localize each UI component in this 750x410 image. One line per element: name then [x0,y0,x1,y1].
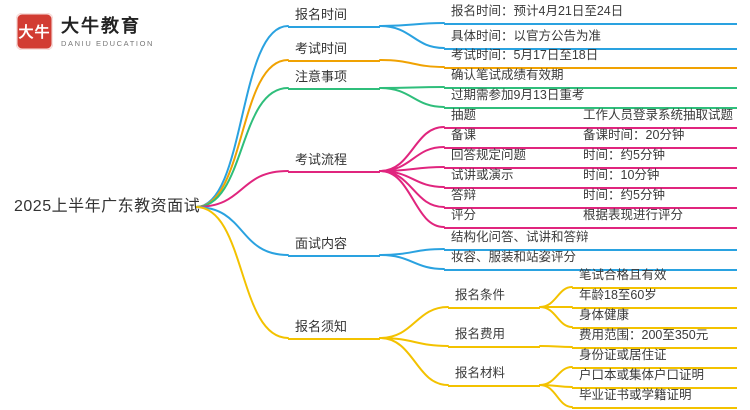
branch-notes: 注意事项 [288,70,380,90]
flow-step: 抽题 [451,108,477,122]
logo-text-block: 大牛教育 DANIU EDUCATION [61,13,154,48]
flow-row-answer-questions: 回答规定问题 时间：约5分钟 [444,149,737,169]
connectors-root [195,25,289,339]
flow-detail: 时间：10分钟 [583,168,660,182]
branch-exam-flow: 考试流程 [288,153,380,173]
connectors-signup-info [379,286,573,408]
brand-name: 大牛教育 [61,16,141,36]
leaf-notes-2: 过期需参加9月13日重考 [444,89,737,109]
flow-row-trial-lecture: 试讲或演示 时间：10分钟 [444,169,737,189]
leaf-material-2: 户口本或集体户口证明 [572,369,737,389]
logo-seal-text: 大牛 [18,24,51,41]
leaf-condition-3: 身体健康 [572,309,737,329]
leaf-notes-1: 确认笔试成绩有效期 [444,69,737,89]
leaf-signup-time-2: 具体时间：以官方公告为准 [444,30,737,50]
branch-signup-time: 报名时间 [288,8,380,28]
connectors-interview-content [379,248,445,270]
root-topic: 2025上半年广东教资面试 [14,198,201,215]
flow-step: 试讲或演示 [451,168,514,182]
connectors-exam-flow [379,126,445,228]
branch-signup-info: 报名须知 [288,320,380,340]
leaf-condition-1: 笔试合格且有效 [572,269,737,289]
flow-row-choose-question: 抽题 工作人员登录系统抽取试题 [444,109,737,129]
logo-seal-icon: 大牛 [16,13,53,50]
flow-step: 答辩 [451,188,477,202]
leaf-interview-content-1: 结构化问答、试讲和答辩 [444,231,737,251]
flow-row-defense: 答辩 时间：约5分钟 [444,189,737,209]
leaf-fee-1: 费用范围：200至350元 [572,329,737,349]
leaf-signup-time-1: 报名时间：预计4月21日至24日 [444,5,737,25]
logo: 大牛 大牛教育 DANIU EDUCATION [16,13,154,50]
connectors-notes [379,86,445,108]
brand-subtitle: DANIU EDUCATION [61,39,155,48]
branch-interview-content: 面试内容 [288,237,380,257]
flow-detail: 根据表现进行评分 [583,208,684,222]
leaf-material-3: 毕业证书或学籍证明 [572,389,737,409]
flow-row-scoring: 评分 根据表现进行评分 [444,209,737,229]
leaf-exam-time-1: 考试时间：5月17日至18日 [444,49,737,69]
branch-exam-time: 考试时间 [288,42,380,62]
leaf-material-1: 身份证或居住证 [572,349,737,369]
flow-detail: 备课时间：20分钟 [583,128,685,142]
flow-row-prepare: 备课 备课时间：20分钟 [444,129,737,149]
flow-step: 回答规定问题 [451,148,527,162]
flow-detail: 时间：约5分钟 [583,188,665,202]
flow-detail: 时间：约5分钟 [583,148,665,162]
group-signup-conditions: 报名条件 [448,289,540,309]
flow-detail: 工作人员登录系统抽取试题 [582,108,733,122]
flow-step: 备课 [451,128,477,142]
group-signup-materials: 报名材料 [448,367,540,387]
leaf-interview-content-2: 妆容、服装和站姿评分 [444,251,737,271]
connectors-exam-time [379,59,445,68]
flow-step: 评分 [451,208,477,222]
group-signup-fee: 报名费用 [448,328,540,348]
leaf-condition-2: 年龄18至60岁 [572,289,737,309]
connectors-signup-time [379,22,445,49]
